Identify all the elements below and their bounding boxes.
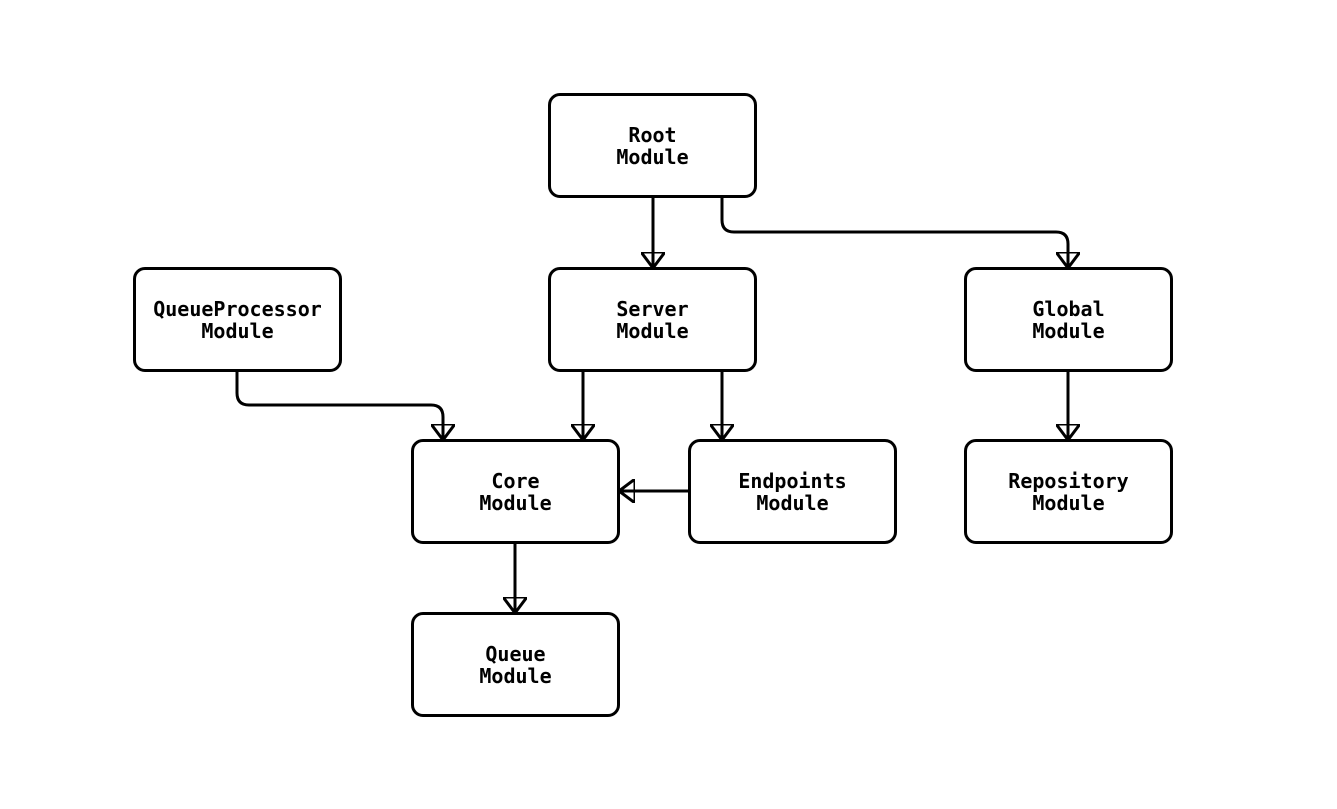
node-queue-module: Queue Module bbox=[411, 612, 620, 717]
node-repository-module-label: Repository Module bbox=[1008, 468, 1129, 515]
node-global-module: Global Module bbox=[964, 267, 1173, 372]
edge-queueprocessor-to-core bbox=[235, 372, 443, 439]
node-endpoints-module: Endpoints Module bbox=[688, 439, 897, 544]
node-root-module: Root Module bbox=[548, 93, 757, 198]
node-queueprocessor-module-label: QueueProcessor Module bbox=[153, 296, 322, 343]
edge-root-to-global bbox=[720, 198, 1068, 267]
node-endpoints-module-label: Endpoints Module bbox=[738, 468, 847, 515]
node-global-module-label: Global Module bbox=[1032, 296, 1105, 343]
node-server-module: Server Module bbox=[548, 267, 757, 372]
node-core-module-label: Core Module bbox=[479, 468, 552, 515]
node-queueprocessor-module: QueueProcessor Module bbox=[133, 267, 342, 372]
node-repository-module: Repository Module bbox=[964, 439, 1173, 544]
node-root-module-label: Root Module bbox=[616, 122, 689, 169]
node-queue-module-label: Queue Module bbox=[479, 641, 552, 688]
node-core-module: Core Module bbox=[411, 439, 620, 544]
node-server-module-label: Server Module bbox=[616, 296, 689, 343]
